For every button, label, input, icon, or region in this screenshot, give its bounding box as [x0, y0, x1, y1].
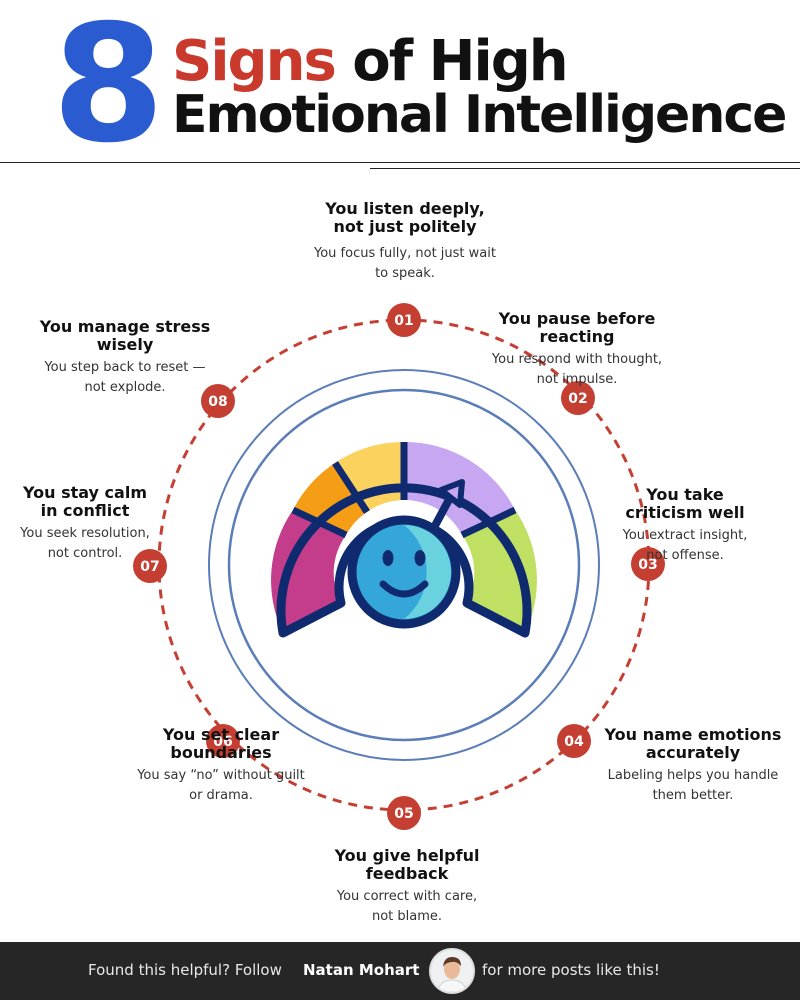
inner-blue-ring	[227, 388, 581, 742]
badge-circle	[557, 724, 591, 758]
sign-description: You say “no” without guilt or drama.	[106, 766, 336, 806]
sign-title-line: You take	[646, 485, 724, 504]
sign-description-line: Labeling helps you handle	[607, 768, 779, 783]
sign-description: You focus fully, not just wait to speak.	[290, 244, 520, 284]
sign-description-line: not blame.	[371, 909, 443, 924]
badge-05: 05	[387, 796, 421, 830]
footer-text-post: for more posts like this!	[482, 961, 660, 979]
sign-title-line: reacting	[539, 327, 615, 346]
header-divider-accent	[370, 168, 800, 169]
badge-01: 01	[387, 303, 421, 337]
title-number: 8	[52, 0, 165, 179]
sign-description-line: them better.	[652, 788, 734, 803]
footer-text-pre: Found this helpful? Follow	[88, 961, 282, 979]
badge-number: 08	[208, 394, 227, 410]
badge-03: 03	[631, 547, 665, 581]
badge-circle	[631, 547, 665, 581]
badge-08: 08	[201, 384, 235, 418]
footer-bar: Found this helpful? Follow Natan Mohart …	[0, 942, 800, 1000]
sign-description-line: You extract insight,	[622, 528, 748, 543]
emotional-gauge-smiley-icon	[271, 441, 537, 638]
badge-circle	[387, 303, 421, 337]
sign-description-line: or drama.	[189, 788, 253, 803]
sign-description: You respond with thought, not impulse.	[462, 350, 692, 390]
sign-title-line: You listen deeply,	[325, 199, 485, 218]
sign-title: You listen deeply,not just politely	[290, 200, 520, 236]
title-line-1: Signs of High	[172, 29, 569, 94]
sign-title-line: criticism well	[625, 503, 745, 522]
badge-04: 04	[557, 724, 591, 758]
sign-description-line: You say “no” without guilt	[137, 768, 305, 783]
sign-description: You seek resolution, not control.	[0, 524, 200, 564]
sign-description-line: You respond with thought,	[491, 352, 663, 367]
badge-number: 06	[213, 734, 232, 750]
sign-title-line: in conflict	[40, 501, 130, 520]
sign-title-line: wisely	[96, 335, 154, 354]
sign-description: Labeling helps you handle them better.	[578, 766, 800, 806]
author-link[interactable]: Natan Mohart	[303, 961, 420, 979]
badge-number: 04	[564, 734, 584, 750]
sign-title-line: boundaries	[170, 743, 272, 762]
number-badges: 01 02 03 04 05 06 07 08	[133, 303, 665, 830]
badge-number: 05	[394, 806, 413, 822]
header: 8 Signs of High Emotional Intelligence	[0, 0, 800, 179]
sign-description-line: not explode.	[84, 380, 166, 395]
badge-07: 07	[133, 549, 167, 583]
sign-description-line: not control.	[47, 546, 123, 561]
badge-number: 03	[638, 557, 657, 573]
sign-title-line: You stay calm	[23, 483, 147, 502]
badge-06: 06	[206, 724, 240, 758]
sign-title-line: feedback	[365, 864, 449, 883]
sign-description-line: You step back to reset —	[44, 360, 206, 375]
sign-description: You step back to reset — not explode.	[10, 358, 240, 398]
title-rest: of High	[334, 29, 568, 94]
author-avatar-icon[interactable]	[429, 948, 475, 994]
sign-title-line: not just politely	[333, 217, 477, 236]
sign-title-line: accurately	[645, 743, 741, 762]
sign-title-line: You give helpful	[334, 846, 480, 865]
sign-title-line: You set clear	[162, 725, 280, 744]
badge-circle	[387, 796, 421, 830]
badge-circle	[201, 384, 235, 418]
sign-description-line: not offense.	[646, 548, 724, 563]
badge-number: 02	[568, 391, 587, 407]
badge-circle	[561, 381, 595, 415]
header-divider	[0, 162, 800, 163]
badge-circle	[206, 724, 240, 758]
title-line-2: Emotional Intelligence	[172, 85, 787, 145]
sign-title-line: You pause before	[498, 309, 656, 328]
badge-number: 07	[140, 559, 159, 575]
sign-description-line: You seek resolution,	[20, 526, 150, 541]
sign-description: You correct with care, not blame.	[292, 887, 522, 927]
sign-description-line: You correct with care,	[336, 889, 478, 904]
title-highlight: Signs	[172, 29, 337, 94]
outer-blue-ring	[208, 369, 600, 761]
sign-title-line: You manage stress	[39, 317, 211, 336]
badge-circle	[133, 549, 167, 583]
sign-description-line: to speak.	[375, 266, 435, 281]
sign-description-line: You focus fully, not just wait	[314, 246, 496, 261]
sign-description-line: not impulse.	[536, 372, 618, 387]
sign-title-line: You name emotions	[604, 725, 782, 744]
badge-02: 02	[561, 381, 595, 415]
sign-description: You extract insight, not offense.	[570, 526, 800, 566]
badge-number: 01	[394, 313, 413, 329]
